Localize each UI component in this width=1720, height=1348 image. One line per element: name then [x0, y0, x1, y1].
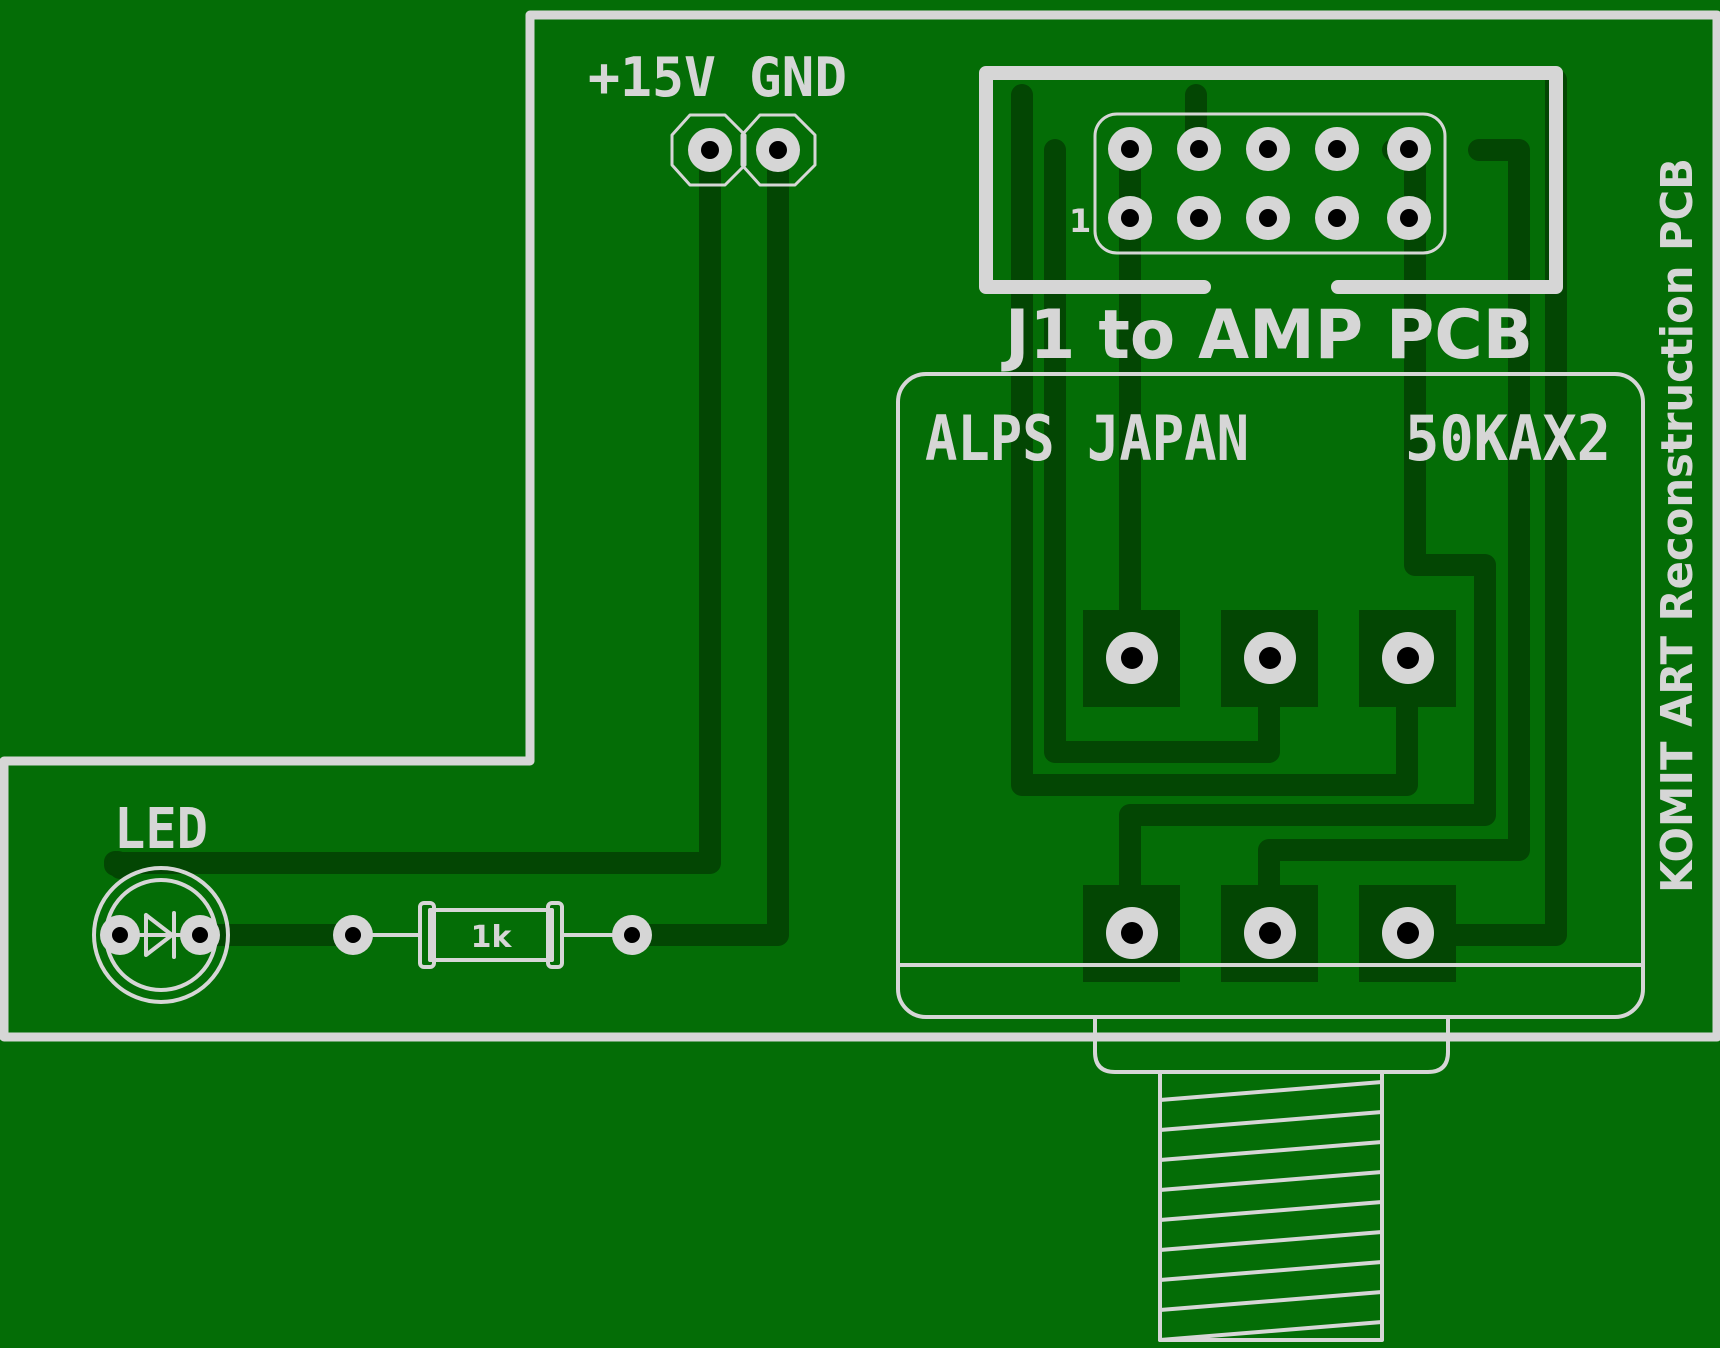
power-gnd-label: GND: [749, 46, 847, 109]
power-pad-15v-hole: [701, 141, 719, 159]
credit-label: KOMIT ART Reconstruction PCB: [1652, 158, 1703, 893]
pot-hole-1-hole: [1121, 647, 1143, 669]
power-pos-label: +15V: [588, 46, 716, 109]
pot-shaft: [1158, 1070, 1384, 1342]
resistor-body: [428, 908, 554, 962]
pot-hole-5-hole: [1259, 922, 1281, 944]
resistor-cap-left: [418, 901, 436, 969]
resistor-pad-right-hole: [624, 927, 640, 943]
resistor-pad-left-hole: [345, 927, 361, 943]
power-pad-gnd-hole: [769, 141, 787, 159]
connector-pin-7-hole: [1328, 209, 1346, 227]
power-header-outline: [670, 113, 817, 187]
connector-pin-10-hole: [1400, 140, 1418, 158]
connector-pin-2-hole: [1121, 140, 1139, 158]
round-pads: [100, 127, 1434, 959]
connector-pin-frame: [1093, 112, 1447, 255]
pot-body: [896, 372, 1645, 1019]
connector-pin-3-hole: [1190, 209, 1208, 227]
connector-j1: 1: [979, 66, 1563, 294]
led-outer-ring: [92, 866, 230, 1004]
trace-power-15v: [107, 139, 721, 876]
led-label: LED: [114, 797, 208, 862]
pot-shaft-knurling: [1158, 1080, 1384, 1342]
potentiometer-outline: [896, 372, 1645, 1342]
pot-brand-label: ALPS JAPAN: [925, 402, 1249, 475]
connector-pin-6-hole: [1259, 140, 1277, 158]
pot-hole-2-hole: [1259, 647, 1281, 669]
led-pad-anode-hole: [112, 927, 128, 943]
led-pad-cathode-hole: [192, 927, 208, 943]
trace-j1-g: [1396, 69, 1567, 946]
board-outline: [0, 10, 1720, 1042]
pot-hole-4-hole: [1121, 922, 1143, 944]
connector-pin-4-hole: [1190, 140, 1208, 158]
pot-hole-6-hole: [1397, 922, 1419, 944]
connector-label: J1 to AMP PCB: [1001, 296, 1533, 375]
connector-pin-1-hole: [1121, 209, 1139, 227]
resistor-label: 1k: [471, 920, 513, 955]
pot-value-label: 50KAX2: [1405, 402, 1611, 475]
trace-gnd: [621, 139, 789, 946]
connector-pin-outlines: [1093, 112, 1447, 255]
trace-j1-a: [1011, 84, 1418, 796]
connector-pin-9-hole: [1400, 209, 1418, 227]
diode-icon: [144, 913, 174, 957]
trace-j1-e: [1119, 139, 1496, 946]
trace-j1-f: [1258, 139, 1530, 946]
resistor-cap-right: [546, 901, 564, 969]
connector-pin-8-hole: [1328, 140, 1346, 158]
resistor-footprint: 1k: [353, 901, 634, 969]
pot-bushing: [1093, 1015, 1450, 1074]
connector-pin-5-hole: [1259, 209, 1277, 227]
silk-labels: +15V GND J1 to AMP PCB ALPS JAPAN 50KAX2…: [114, 46, 1703, 893]
power-header: [670, 113, 817, 187]
connector-shroud: [979, 66, 1563, 294]
pot-hole-3-hole: [1397, 647, 1419, 669]
copper-traces: [104, 69, 1567, 946]
pin1-label: 1: [1069, 202, 1091, 240]
